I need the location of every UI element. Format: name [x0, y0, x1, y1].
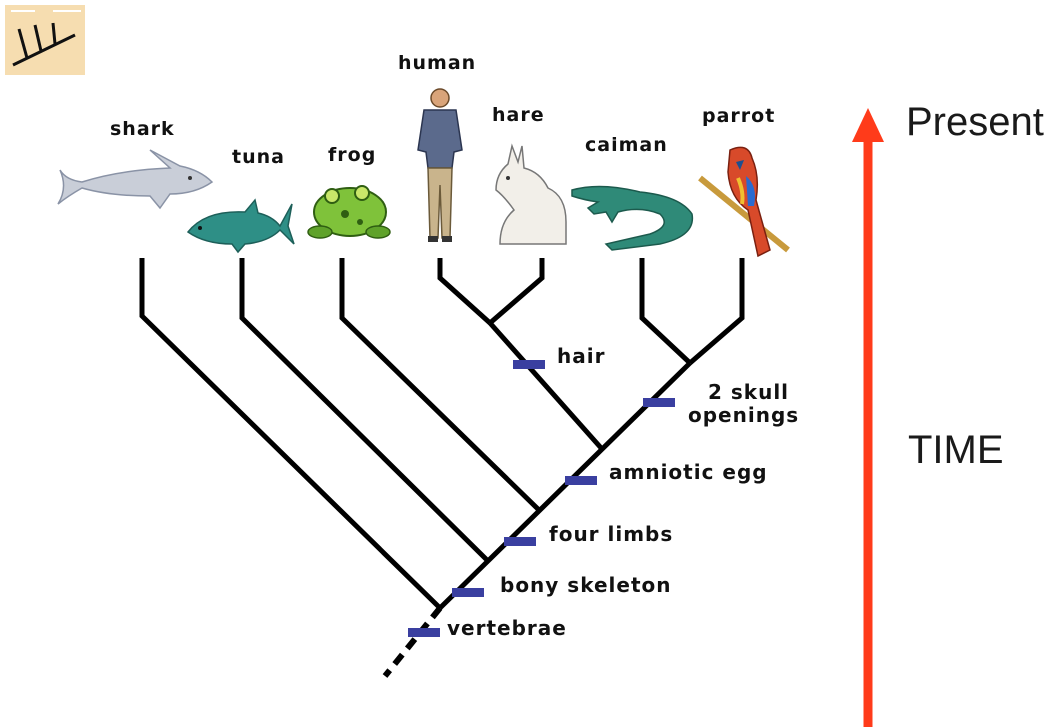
- taxon-label-hare: hare: [492, 104, 545, 126]
- trait-label-skull-openings-line2: openings: [688, 403, 799, 427]
- root-dashed-line: [385, 608, 440, 676]
- taxon-label-shark: shark: [110, 118, 175, 140]
- trait-label-bony-skeleton: bony skeleton: [500, 573, 672, 597]
- hare-branch: [490, 258, 542, 323]
- time-axis-present-label: Present: [906, 100, 1044, 145]
- trait-label-hair: hair: [557, 344, 605, 368]
- tuna-branch: [242, 258, 488, 561]
- human-branch: [440, 258, 490, 323]
- taxon-label-frog: frog: [328, 144, 376, 166]
- caiman-branch: [642, 258, 690, 363]
- parrot-branch: [690, 258, 742, 363]
- trait-marker-amniotic-egg: [565, 476, 597, 485]
- taxon-label-tuna: tuna: [232, 146, 285, 168]
- trait-marker-skull-openings: [643, 398, 675, 407]
- taxon-label-parrot: parrot: [702, 105, 775, 127]
- taxon-label-human: human: [398, 52, 476, 74]
- trait-label-four-limbs: four limbs: [549, 522, 673, 546]
- trait-label-amniotic-egg: amniotic egg: [609, 460, 768, 484]
- hare-icon: [496, 146, 566, 244]
- tuna-icon: [188, 200, 294, 252]
- trait-marker-vertebrae: [408, 628, 440, 637]
- taxon-label-caiman: caiman: [585, 134, 668, 156]
- caiman-icon: [572, 186, 692, 250]
- time-arrow-head-icon: [852, 108, 884, 142]
- time-axis-label: TIME: [908, 428, 1004, 473]
- shark-icon: [58, 150, 212, 208]
- trait-marker-four-limbs: [504, 537, 536, 546]
- shark-branch: [142, 258, 440, 608]
- parrot-icon: [700, 147, 788, 256]
- frog-icon: [308, 186, 390, 238]
- trait-marker-bony-skeleton: [452, 588, 484, 597]
- trait-label-skull-openings-line1: 2 skull: [708, 380, 789, 404]
- human-icon: [418, 89, 462, 242]
- frog-branch: [342, 258, 540, 511]
- trait-marker-hair: [513, 360, 545, 369]
- trait-label-vertebrae: vertebrae: [447, 616, 567, 640]
- mammal-branch: [490, 323, 602, 449]
